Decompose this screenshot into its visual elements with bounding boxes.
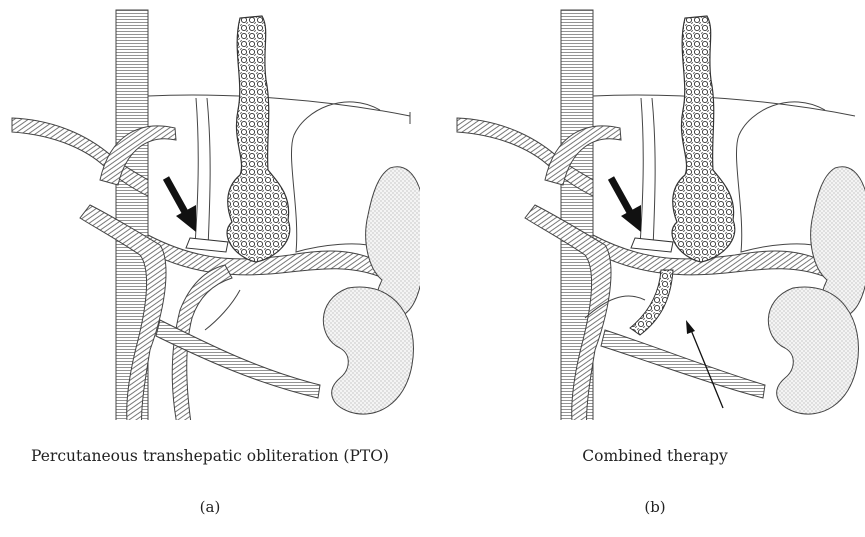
panel-b: Combined therapy (b) xyxy=(445,0,865,537)
panel-label-b: (b) xyxy=(445,498,865,516)
caption-pto: Percutaneous transhepatic obliteration (… xyxy=(0,447,420,465)
varix-coils xyxy=(227,16,290,262)
combined-therapy-illustration xyxy=(445,0,865,420)
pto-illustration xyxy=(0,0,420,420)
panel-label-a: (a) xyxy=(0,498,420,516)
kidney xyxy=(323,287,413,414)
bold-arrow-icon xyxy=(611,178,641,232)
caption-combined-therapy: Combined therapy xyxy=(445,447,865,465)
gastrorenal-shunt xyxy=(630,270,673,335)
renal-vein xyxy=(601,330,765,398)
kidney xyxy=(768,287,858,414)
varix-coils xyxy=(672,16,735,262)
bold-arrow-icon xyxy=(166,178,196,232)
panel-a: Percutaneous transhepatic obliteration (… xyxy=(0,0,420,537)
